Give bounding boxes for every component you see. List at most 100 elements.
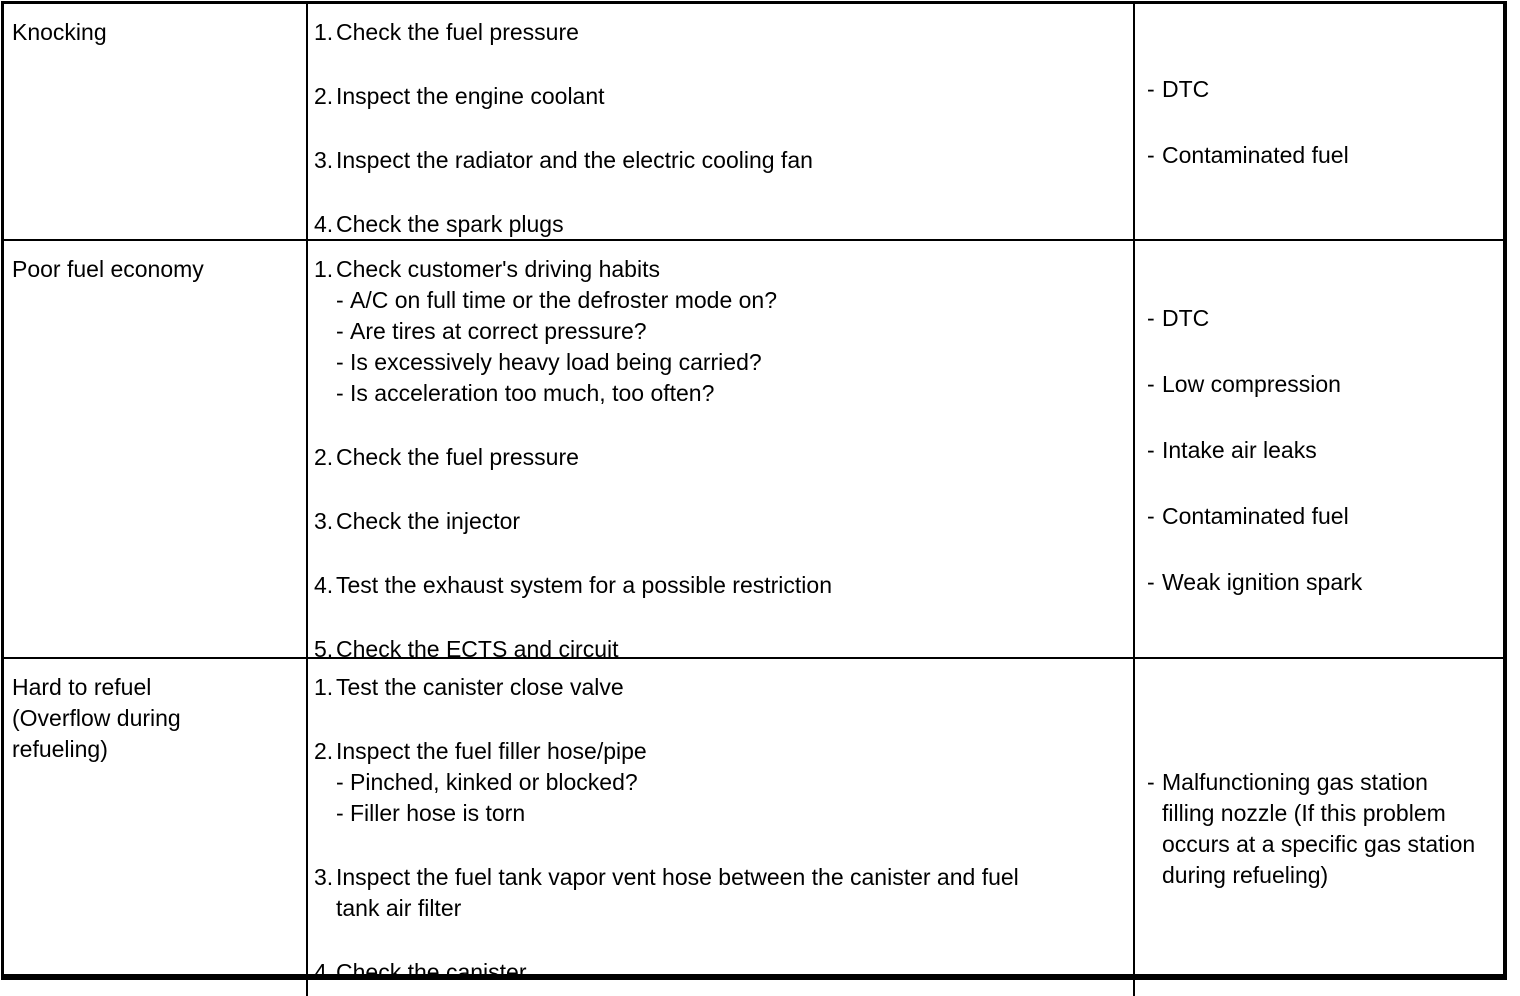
sub-check-line: Filler hose is torn [350,800,526,826]
step-number: 4. [314,572,334,598]
step-number: 1. [314,674,334,700]
causes-cell: -Malfunctioning gas station filling nozzl… [1135,659,1503,996]
symptom-cell: Knocking [4,4,308,239]
cause-line: Low compression [1162,370,1341,397]
step-item: 4.Check the canister [314,957,1125,988]
cause-line: Contaminated fuel [1162,142,1349,168]
step-line: Check the ECTS and circuit [336,636,619,657]
sub-check-body: Filler hose is torn [350,798,1125,829]
step-number: 2. [314,738,334,764]
step-item: 4.Check the spark plugs [314,209,1125,239]
causes-cell: -DTC-Low compression-Intake air leaks-Co… [1135,241,1503,657]
step-line: Inspect the engine coolant [336,83,605,109]
sub-check-body: Are tires at correct pressure? [350,316,1125,347]
step-body: Check the fuel pressure [336,17,1125,48]
step-body: Check the spark plugs [336,209,1125,239]
step-line: Check customer's driving habits [336,256,660,282]
step-item: 2.Inspect the fuel filler hose/pipe -Pinc… [314,736,1125,829]
step-item: 1.Check customer's driving habits-A/C on… [314,254,1125,409]
dash-icon: - [1147,142,1155,168]
cause-body: DTC [1162,303,1495,334]
cause-body: Contaminated fuel [1162,140,1495,171]
step-item: 3.Inspect the fuel tank vapor vent hose … [314,862,1125,924]
dash-icon: - [336,380,344,406]
step-body: Check customer's driving habits-A/C on f… [336,254,1125,409]
cause-line: DTC [1162,304,1210,331]
step-line: Inspect the fuel filler hose/pipe [336,738,647,764]
sub-check-body: Is acceleration too much, too often? [350,378,1125,409]
table-row: Poor fuel economy 1.Check customer's driv… [4,241,1503,659]
sub-check-line: A/C on full time or the defroster mode o… [350,287,777,313]
step-line: Inspect the fuel tank vapor vent hose be… [336,864,1019,890]
sub-check-item: -Are tires at correct pressure? [336,316,1125,347]
step-line: Check the fuel pressure [336,19,579,45]
sub-check-line: Is acceleration too much, too often? [350,380,715,406]
dash-icon: - [336,287,344,313]
step-body: Check the ECTS and circuit [336,634,1125,657]
cause-item: -Contaminated fuel [1147,501,1495,532]
dash-icon: - [1147,768,1155,795]
sub-check-item: -Pinched, kinked or blocked? [336,767,1125,798]
cause-line: occurs at a specific gas station [1162,830,1476,857]
dash-icon: - [1147,76,1155,102]
cause-line: during refueling) [1162,861,1329,888]
sub-check-line: Are tires at correct pressure? [350,318,647,344]
step-body: Inspect the fuel tank vapor vent hose be… [336,862,1125,924]
cause-body: Contaminated fuel [1162,501,1495,532]
dash-icon: - [336,318,344,344]
cause-body: Intake air leaks [1162,435,1495,466]
step-body: Check the injector [336,506,1125,537]
step-item: 2.Check the fuel pressure [314,442,1125,473]
step-item: 3.Check the injector [314,506,1125,537]
step-item: 2.Inspect the engine coolant [314,81,1125,112]
cause-line: Intake air leaks [1162,436,1317,463]
step-line: Check the canister [336,959,527,985]
dash-icon: - [336,800,344,826]
sub-check-item: -Filler hose is torn [336,798,1125,829]
step-body: Test the exhaust system for a possible r… [336,570,1125,601]
cause-body: Weak ignition spark [1162,567,1495,598]
cause-item: -Malfunctioning gas station filling nozzl… [1147,767,1495,891]
sub-check-line: Is excessively heavy load being carried? [350,349,762,375]
step-number: 1. [314,19,334,45]
sub-check-line: Pinched, kinked or blocked? [350,769,638,795]
dash-icon: - [1147,436,1155,463]
step-body: Check the canister [336,957,1125,988]
step-line: Check the injector [336,508,521,534]
symptom-line: Poor fuel economy [12,256,204,282]
dash-icon: - [1147,370,1155,397]
cause-line: DTC [1162,76,1210,102]
cause-item: -Low compression [1147,369,1495,400]
step-item: 1.Test the canister close valve [314,672,1125,703]
dash-icon: - [1147,304,1155,331]
step-body: Test the canister close valve [336,672,1125,703]
cause-body: Low compression [1162,369,1495,400]
sub-check-body: Pinched, kinked or blocked? [350,767,1125,798]
step-number: 4. [314,959,334,985]
step-number: 3. [314,508,334,534]
cause-line: filling nozzle (If this problem [1162,799,1446,826]
step-number: 2. [314,444,334,470]
step-item: 1.Check the fuel pressure [314,17,1125,48]
step-line: Test the exhaust system for a possible r… [336,572,832,598]
step-line: Check the fuel pressure [336,444,579,470]
step-body: Inspect the radiator and the electric co… [336,145,1125,176]
cause-body: Malfunctioning gas station filling nozzle… [1162,767,1495,891]
sub-check-body: Is excessively heavy load being carried? [350,347,1125,378]
table-row: Hard to refuel (Overflow during refueling)… [4,659,1503,996]
step-number: 4. [314,211,334,237]
dash-icon: - [336,349,344,375]
steps-cell: 1.Check customer's driving habits-A/C on… [308,241,1135,657]
symptom-cell: Poor fuel economy [4,241,308,657]
step-number: 1. [314,256,334,282]
step-body: Inspect the engine coolant [336,81,1125,112]
symptom-line: Hard to refuel [12,674,152,700]
cause-line: Malfunctioning gas station [1162,768,1428,795]
symptom-line: (Overflow during [12,705,181,731]
step-number: 5. [314,636,334,657]
symptom-line: refueling) [12,736,108,762]
step-item: 4.Test the exhaust system for a possible… [314,570,1125,601]
cause-item: -Weak ignition spark [1147,567,1495,598]
